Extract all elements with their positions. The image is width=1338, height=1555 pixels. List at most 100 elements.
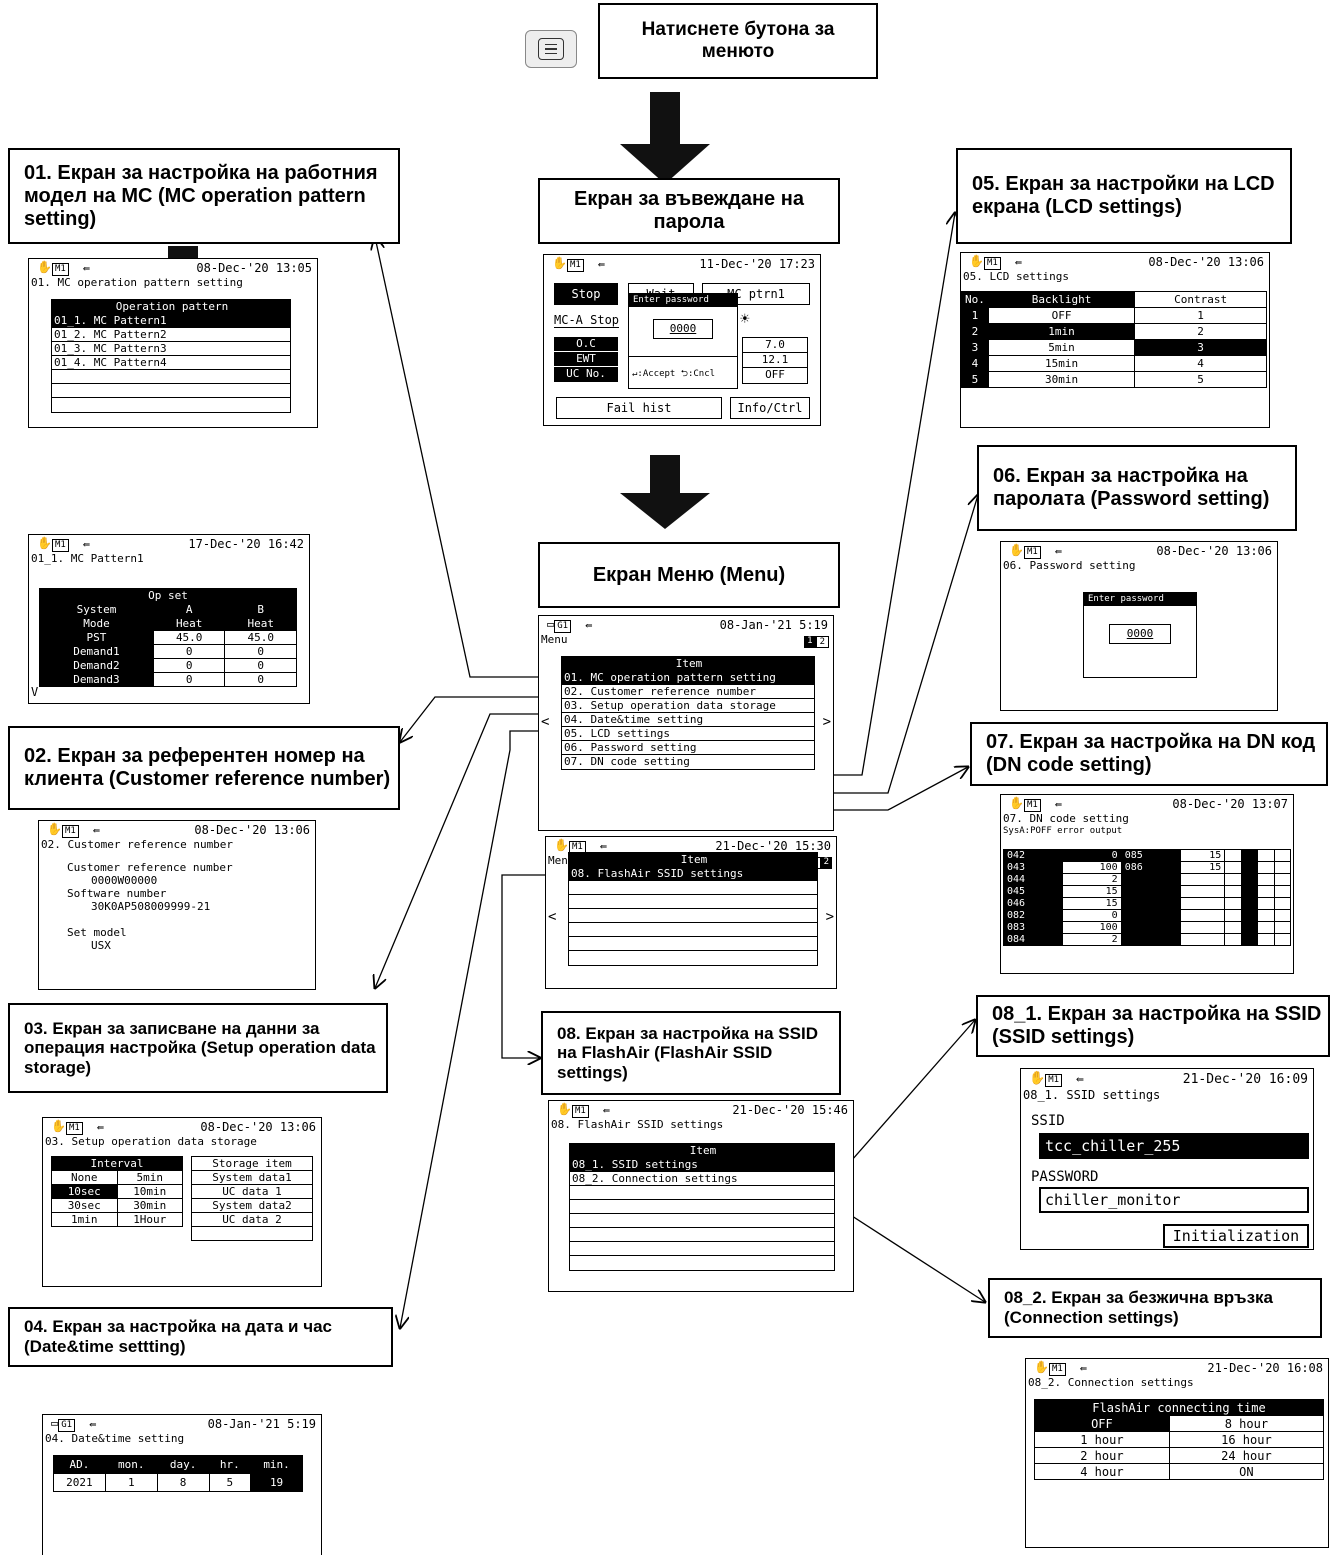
list-item[interactable]: 01. MC operation pattern setting — [562, 671, 814, 685]
cell[interactable]: 0 — [152, 672, 226, 687]
dn-value[interactable] — [1179, 885, 1226, 898]
dn-value[interactable]: 2 — [1061, 873, 1122, 886]
connecting-time-option[interactable]: 1 hour — [1034, 1431, 1170, 1448]
connecting-time-option[interactable]: 4 hour — [1034, 1463, 1170, 1480]
option-cell[interactable]: 1min — [987, 323, 1136, 340]
page-2-indicator[interactable]: 2 — [820, 857, 832, 869]
list-item[interactable]: 08. FlashAir SSID settings — [569, 867, 817, 881]
date-field[interactable]: 19 — [250, 1473, 303, 1492]
date-field[interactable]: 2021 — [53, 1473, 106, 1492]
cell[interactable]: 0 — [152, 658, 226, 673]
option-cell[interactable]: 30min — [987, 371, 1136, 388]
list-item[interactable]: 08_1. SSID settings — [570, 1158, 834, 1172]
stop-button[interactable]: Stop — [554, 283, 618, 305]
fail-hist-button[interactable]: Fail hist — [556, 397, 722, 419]
storage-item[interactable]: UC data 2 — [191, 1212, 313, 1227]
password-input[interactable]: chiller_monitor — [1039, 1187, 1309, 1213]
option-cell[interactable]: 1 — [1134, 307, 1267, 324]
cell[interactable]: B — [224, 602, 297, 617]
menu-button[interactable] — [525, 30, 577, 68]
dn-value[interactable]: 15 — [1061, 897, 1122, 910]
prev-page-arrow[interactable]: < — [541, 714, 550, 730]
list-item[interactable]: 07. DN code setting — [564, 755, 690, 768]
storage-item[interactable]: System data2 — [191, 1198, 313, 1213]
cell[interactable]: Heat — [152, 616, 226, 631]
cell[interactable]: Heat — [224, 616, 297, 631]
list-item[interactable]: 08_2. Connection settings — [570, 1172, 834, 1186]
dn-value[interactable] — [1179, 897, 1226, 910]
connecting-time-option[interactable]: ON — [1168, 1463, 1325, 1480]
interval-option[interactable]: 30min — [116, 1198, 183, 1213]
interval-option[interactable]: 1min — [51, 1212, 118, 1227]
page-1-indicator[interactable]: 1 — [804, 636, 816, 648]
list-item[interactable]: 01_3. MC Pattern3 — [52, 342, 290, 356]
dn-value[interactable] — [1179, 933, 1226, 946]
list-item[interactable]: 02. Customer reference number — [562, 685, 814, 699]
interval-option[interactable]: 10sec — [51, 1184, 118, 1199]
dn-value[interactable] — [1179, 909, 1226, 922]
dn-code — [1120, 909, 1181, 922]
connecting-time-option[interactable]: 24 hour — [1168, 1447, 1325, 1464]
cell[interactable]: 0 — [224, 672, 297, 687]
cell[interactable]: A — [152, 602, 226, 617]
dn-value[interactable]: 2 — [1061, 933, 1122, 946]
cell[interactable]: 45.0 — [224, 630, 297, 645]
interval-option[interactable]: None — [51, 1170, 118, 1185]
list-item[interactable]: 06. Password setting — [562, 741, 814, 755]
list-item[interactable]: 05. LCD settings — [562, 727, 814, 741]
password-input[interactable]: 0000 — [653, 319, 713, 339]
dn-value[interactable]: 15 — [1179, 861, 1226, 874]
page-2-indicator[interactable]: 2 — [815, 636, 829, 648]
connecting-time-option[interactable]: 16 hour — [1168, 1431, 1325, 1448]
option-cell[interactable]: 5 — [1134, 371, 1267, 388]
list-item[interactable]: 01_2. MC Pattern2 — [52, 328, 290, 342]
list-item[interactable]: 03. Setup operation data storage — [562, 699, 814, 713]
cell[interactable]: 0 — [152, 644, 226, 659]
list-item[interactable]: 01_1. MC Pattern1 — [52, 314, 290, 328]
option-cell[interactable]: 3 — [1134, 339, 1267, 356]
date-field[interactable]: 1 — [104, 1473, 158, 1492]
list-item[interactable]: 01_4. MC Pattern4 — [52, 356, 290, 370]
interval-option[interactable]: 30sec — [51, 1198, 118, 1213]
dn-empty-cell — [1273, 921, 1292, 934]
connecting-time-option[interactable]: 8 hour — [1168, 1415, 1325, 1432]
dn-value[interactable]: 15 — [1179, 849, 1226, 862]
dn-value[interactable]: 0 — [1061, 909, 1122, 922]
date-field[interactable]: 5 — [208, 1473, 252, 1492]
dn-value[interactable] — [1179, 921, 1226, 934]
empty-list-row — [52, 384, 290, 398]
interval-option[interactable]: 10min — [116, 1184, 183, 1199]
next-page-arrow[interactable]: > — [825, 909, 834, 925]
connecting-time-option[interactable]: OFF — [1034, 1415, 1170, 1432]
storage-item[interactable]: System data1 — [191, 1170, 313, 1185]
option-cell[interactable]: 4 — [1134, 355, 1267, 372]
list-item[interactable]: 04. Date&time setting — [562, 713, 814, 727]
dn-value[interactable] — [1179, 873, 1226, 886]
cell[interactable]: 45.0 — [152, 630, 226, 645]
option-cell[interactable]: 5min — [987, 339, 1136, 356]
next-page-arrow[interactable]: > — [822, 714, 831, 730]
option-cell[interactable]: 15min — [987, 355, 1136, 372]
table-header: Op set — [39, 588, 297, 603]
dn-value[interactable]: 100 — [1061, 921, 1122, 934]
dn-value[interactable]: 0 — [1061, 849, 1122, 862]
date-field[interactable]: 8 — [156, 1473, 210, 1492]
option-cell[interactable]: OFF — [987, 307, 1136, 324]
dn-value[interactable]: 15 — [1061, 885, 1122, 898]
info-ctrl-button[interactable]: Info/Ctrl — [730, 397, 810, 419]
cell[interactable]: 0 — [224, 644, 297, 659]
password-input[interactable]: 0000 — [1109, 624, 1171, 644]
ssid-input[interactable]: tcc_chiller_255 — [1039, 1133, 1309, 1159]
interval-option[interactable]: 1Hour — [116, 1212, 183, 1227]
initialization-button[interactable]: Initialization — [1163, 1224, 1309, 1248]
storage-item[interactable]: UC data 1 — [191, 1184, 313, 1199]
prev-page-arrow[interactable]: < — [548, 909, 557, 925]
connecting-time-option[interactable]: 2 hour — [1034, 1447, 1170, 1464]
scroll-down-arrow[interactable]: V — [31, 685, 39, 699]
cell[interactable]: 0 — [224, 658, 297, 673]
row-label: PST — [39, 630, 154, 645]
option-cell[interactable]: 2 — [1134, 323, 1267, 340]
interval-option[interactable]: 5min — [116, 1170, 183, 1185]
dn-value[interactable]: 100 — [1061, 861, 1122, 874]
